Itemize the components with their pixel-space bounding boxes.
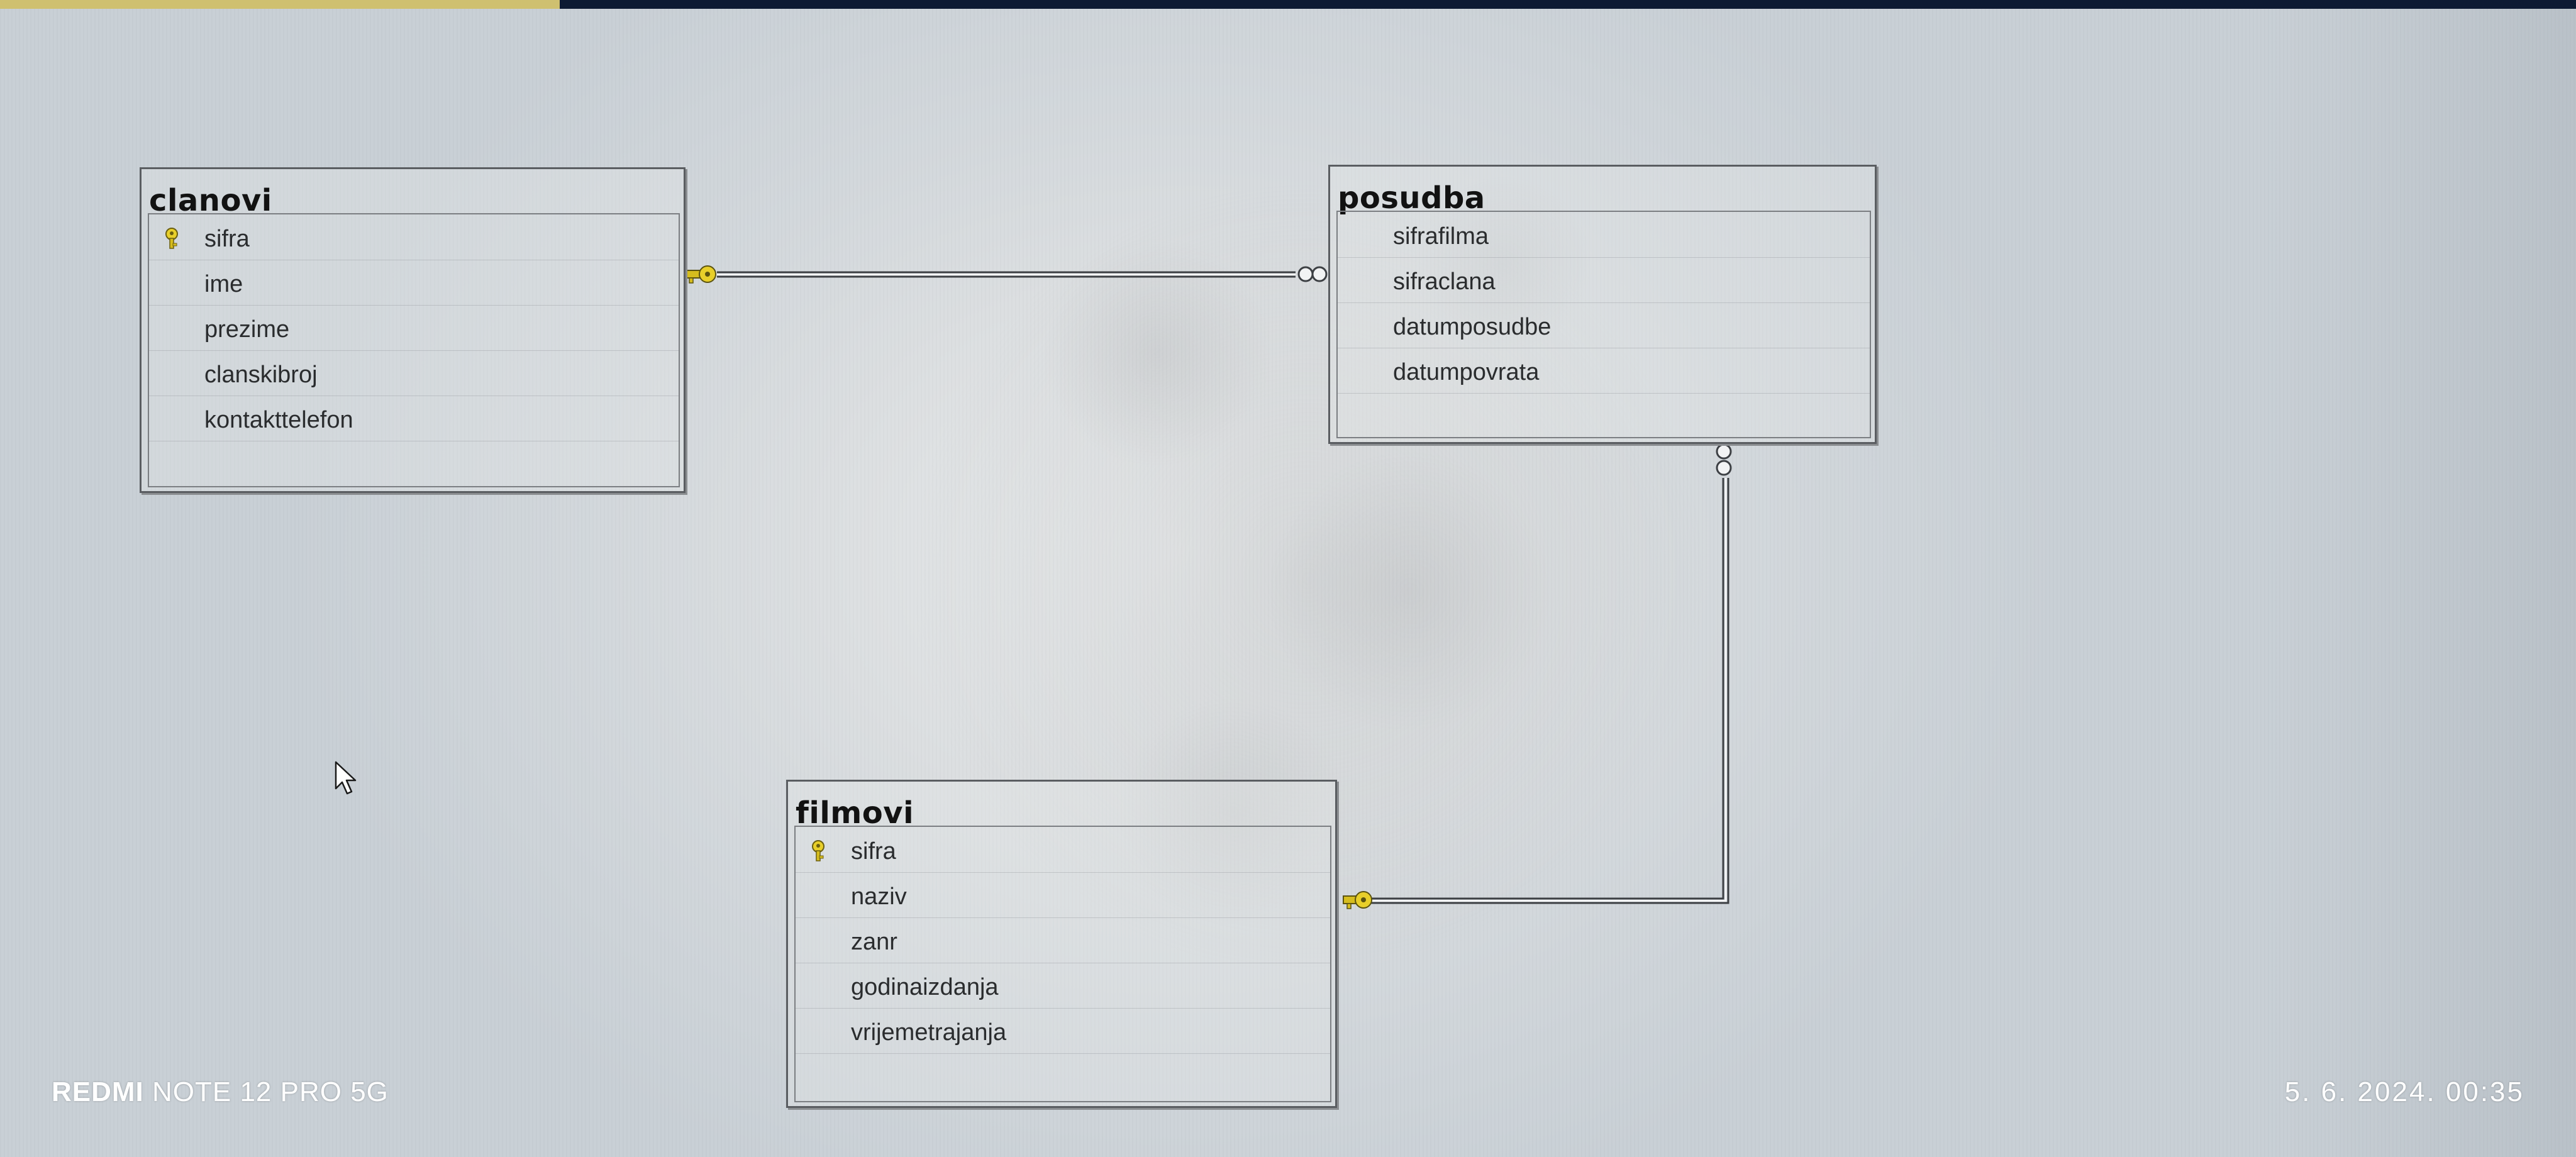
table-title: posudba — [1338, 180, 1485, 216]
column-name: naziv — [851, 883, 907, 910]
key-icon — [684, 265, 716, 284]
device-brand: REDMI — [52, 1077, 144, 1107]
column-name: sifra — [851, 838, 896, 865]
column-name: datumpovrata — [1393, 359, 1540, 385]
column-row[interactable]: naziv — [796, 872, 1330, 918]
column-row[interactable]: sifra — [796, 827, 1330, 873]
column-row[interactable]: kontakttelefon — [149, 396, 679, 441]
column-name: prezime — [204, 316, 290, 343]
column-name: godinaizdanja — [851, 974, 999, 1000]
column-name: clanskibroj — [204, 362, 318, 388]
primary-key-icon — [165, 228, 178, 249]
mouse-pointer-icon — [335, 761, 357, 795]
infinity-icon — [1297, 266, 1328, 282]
column-row[interactable]: prezime — [149, 305, 679, 351]
column-row[interactable]: sifraclana — [1338, 257, 1870, 303]
tab-strip — [560, 0, 2576, 9]
column-row[interactable]: sifra — [149, 214, 679, 260]
key-icon — [1343, 891, 1372, 909]
column-name: sifraclana — [1393, 268, 1496, 295]
column-row[interactable]: godinaizdanja — [796, 963, 1330, 1009]
column-list: sifra ime prezime clanskibroj kontakttel… — [148, 213, 680, 487]
column-name: vrijemetrajanja — [851, 1019, 1007, 1046]
top-bar — [0, 0, 2576, 9]
table-title: filmovi — [796, 795, 914, 831]
device-model: NOTE 12 PRO 5G — [152, 1077, 389, 1107]
column-list: sifrafilma sifraclana datumposudbe datum… — [1336, 211, 1871, 438]
camera-watermark-device: REDMI NOTE 12 PRO 5G — [52, 1077, 389, 1108]
column-list: sifra naziv zanr godinaizdanja vrijemetr… — [794, 826, 1331, 1102]
infinity-icon — [1716, 443, 1732, 476]
table-title: clanovi — [149, 183, 272, 218]
column-row[interactable]: sifrafilma — [1338, 212, 1870, 258]
column-name: zanr — [851, 929, 897, 955]
column-row[interactable]: ime — [149, 260, 679, 306]
screen-shade — [2262, 0, 2576, 1157]
relationship-filmovi-posudba[interactable] — [1365, 478, 1729, 904]
table-filmovi[interactable]: filmovi sifra naziv zanr godinaizdanja — [786, 780, 1337, 1108]
column-name: kontakttelefon — [204, 407, 353, 433]
column-name: sifra — [204, 226, 250, 252]
column-name: sifrafilma — [1393, 223, 1489, 250]
column-row[interactable]: datumposudbe — [1338, 302, 1870, 348]
relationship-clanovi-posudba[interactable] — [717, 271, 1296, 278]
column-row[interactable]: datumpovrata — [1338, 348, 1870, 394]
column-row[interactable]: vrijemetrajanja — [796, 1008, 1330, 1054]
column-name: ime — [204, 271, 243, 297]
column-name: datumposudbe — [1393, 314, 1552, 340]
table-posudba[interactable]: posudba sifrafilma sifraclana datumposud… — [1328, 165, 1877, 444]
table-clanovi[interactable]: clanovi sifra ime prezime clanskibroj — [140, 167, 686, 493]
column-row[interactable]: clanskibroj — [149, 350, 679, 396]
camera-watermark-datetime: 5. 6. 2024. 00:35 — [2284, 1077, 2524, 1107]
column-row[interactable]: zanr — [796, 917, 1330, 963]
primary-key-icon — [812, 840, 824, 861]
active-tab-strip[interactable] — [0, 0, 560, 9]
